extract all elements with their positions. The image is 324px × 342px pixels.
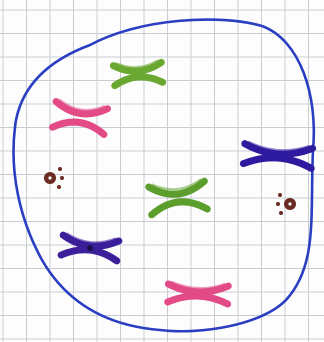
cell-drawing — [0, 0, 324, 342]
paper-background — [0, 0, 324, 342]
drawing-area — [0, 0, 324, 342]
